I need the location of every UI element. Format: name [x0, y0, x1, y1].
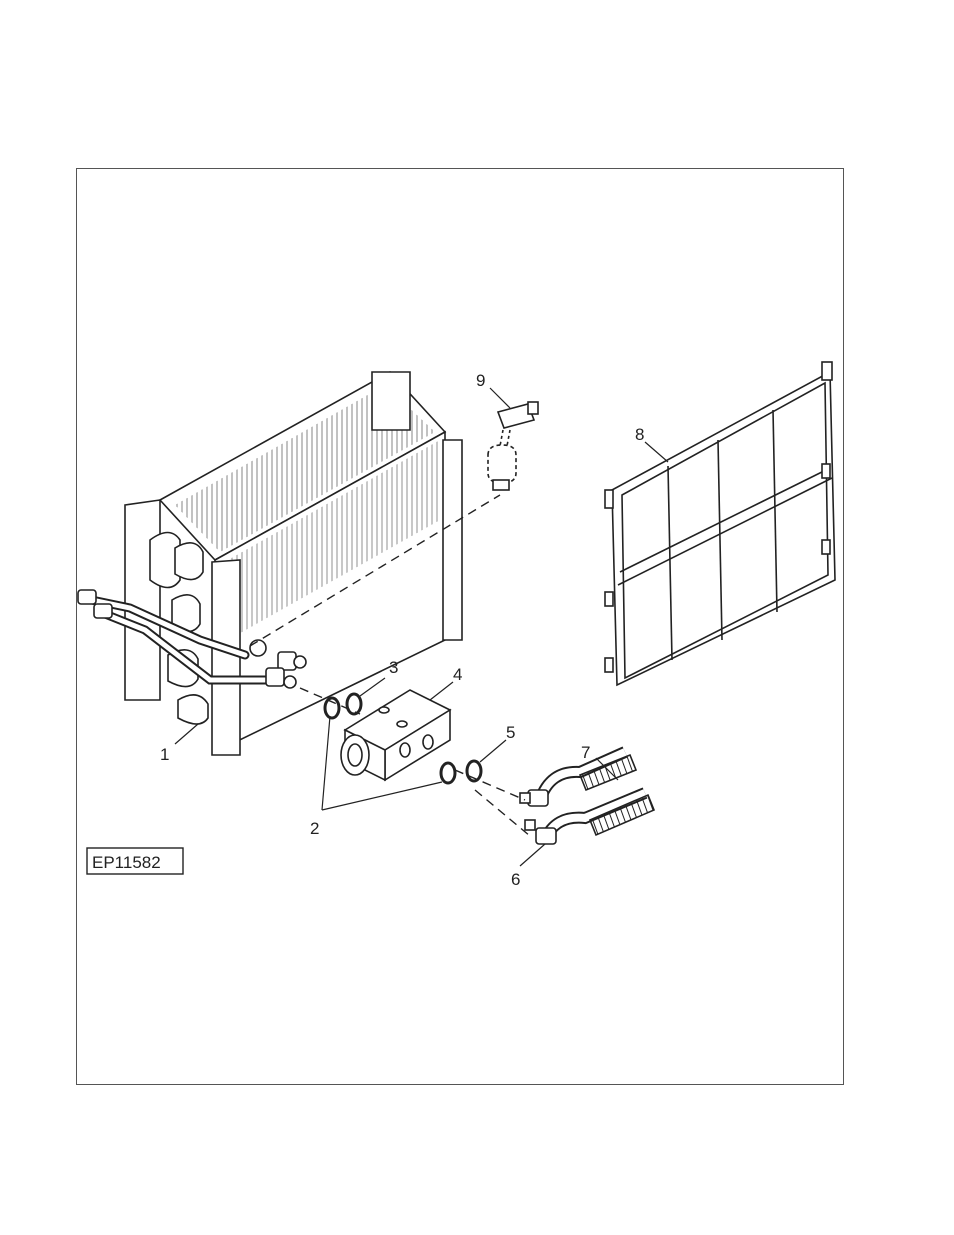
callout-8: 8	[635, 425, 644, 444]
callout-9: 9	[476, 371, 485, 390]
callout-3: 3	[389, 658, 398, 677]
refrigerant-hoses	[520, 752, 654, 844]
expansion-valve-block	[341, 690, 450, 780]
callout-4: 4	[453, 665, 462, 684]
callout-5: 5	[506, 723, 515, 742]
callout-7: 7	[581, 743, 590, 762]
temperature-sensor	[488, 402, 538, 490]
figure-id-box: EP11582	[87, 848, 183, 874]
callout-1: 1	[160, 745, 169, 764]
callout-2: 2	[310, 819, 319, 838]
air-filter-frame	[605, 362, 835, 685]
callout-6: 6	[511, 870, 520, 889]
figure-id-label: EP11582	[92, 853, 161, 872]
